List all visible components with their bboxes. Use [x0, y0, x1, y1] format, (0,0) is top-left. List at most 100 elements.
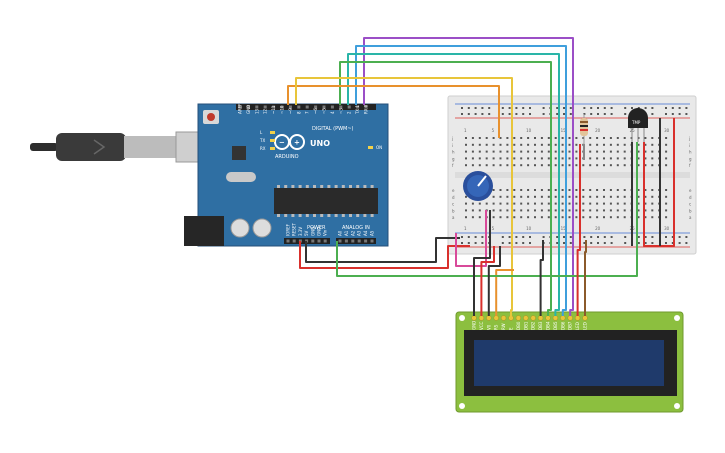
row-letter: d — [452, 195, 455, 200]
digital-pin[interactable] — [356, 105, 360, 109]
lcd-pin[interactable] — [478, 315, 485, 321]
lcd-pin[interactable] — [515, 315, 522, 321]
lcd-pin[interactable] — [545, 315, 551, 321]
digital-pin[interactable] — [246, 105, 250, 109]
analog-pin[interactable] — [344, 239, 348, 243]
lcd-pin[interactable] — [537, 315, 544, 321]
led-label: L — [260, 130, 263, 135]
row-letter: a — [689, 215, 692, 220]
row-letter: b — [452, 208, 455, 213]
digital-pin-label: 2 — [347, 111, 352, 114]
lcd-pin[interactable] — [567, 315, 573, 321]
digital-pin-label: 12 — [263, 108, 268, 114]
lcd-pin-label: GND — [472, 321, 477, 330]
digital-pin[interactable] — [347, 105, 351, 109]
lcd-pin-label: E — [509, 327, 514, 330]
digital-pin-label: GND — [246, 105, 251, 114]
digital-pin-label: ~9 — [288, 108, 293, 114]
digital-pin-label: ~3 — [338, 108, 343, 114]
row-letter: i — [689, 143, 690, 148]
lcd-pin[interactable] — [560, 315, 566, 321]
lcd-pin[interactable] — [486, 315, 492, 321]
usb-cable — [30, 131, 205, 163]
digital-header-label: DIGITAL (PWM~) — [312, 126, 354, 132]
digital-pin-label: 7 — [305, 111, 310, 114]
lcd-pin[interactable] — [552, 315, 559, 321]
wire — [576, 144, 581, 316]
svg-text:+: + — [294, 139, 300, 147]
power-label: POWER — [307, 225, 326, 231]
wire — [495, 269, 514, 316]
row-letter: f — [452, 163, 454, 168]
temperature-sensor: TMP — [628, 108, 648, 142]
lcd-pin[interactable] — [530, 315, 536, 321]
digital-pin-label: 13 — [254, 108, 259, 114]
status-led — [270, 131, 275, 134]
digital-pin[interactable] — [272, 105, 276, 109]
model-label: UNO — [310, 139, 330, 148]
usb-icon — [93, 139, 106, 155]
wire — [305, 237, 460, 263]
analog-pin[interactable] — [351, 239, 355, 243]
wire — [480, 246, 495, 316]
power-pin[interactable] — [317, 239, 321, 243]
potentiometer[interactable] — [463, 171, 493, 201]
analog-pin[interactable] — [364, 239, 368, 243]
digital-pin[interactable] — [255, 105, 259, 109]
power-pin[interactable] — [323, 239, 327, 243]
power-pin[interactable] — [286, 239, 290, 243]
lcd-pin[interactable] — [508, 315, 514, 321]
analog-pin-label: A3 — [357, 230, 362, 236]
analog-header — [336, 238, 376, 244]
digital-pin[interactable] — [364, 105, 368, 109]
svg-text:−: − — [279, 139, 285, 147]
digital-pin[interactable] — [238, 105, 242, 109]
digital-pin-label: 4 — [330, 111, 335, 114]
column-number: 10 — [526, 128, 532, 133]
lcd-screen — [474, 340, 664, 386]
wire — [287, 85, 500, 138]
analog-pin[interactable] — [370, 239, 374, 243]
row-letter: f — [689, 163, 691, 168]
power-pin[interactable] — [292, 239, 296, 243]
digital-pin[interactable] — [330, 105, 334, 109]
digital-pin[interactable] — [263, 105, 267, 109]
digital-pin[interactable] — [314, 105, 318, 109]
power-pin[interactable] — [311, 239, 315, 243]
power-pin-label: IOREF — [286, 223, 291, 236]
row-letter: h — [689, 150, 692, 155]
analog-pin-label: A2 — [350, 230, 355, 236]
digital-pin[interactable] — [339, 105, 343, 109]
analog-pin[interactable] — [338, 239, 342, 243]
lcd-pin[interactable] — [582, 315, 588, 321]
power-pin-label: 5V — [304, 230, 309, 236]
digital-pin[interactable] — [305, 105, 309, 109]
digital-pin[interactable] — [322, 105, 326, 109]
digital-pin[interactable] — [280, 105, 284, 109]
lcd-pin[interactable] — [500, 315, 507, 321]
wires — [287, 37, 675, 316]
analog-pin-label: A5 — [370, 230, 375, 236]
row-letter: j — [451, 136, 453, 141]
analog-pin[interactable] — [357, 239, 361, 243]
digital-pin[interactable] — [288, 105, 292, 109]
lcd-pin[interactable] — [574, 315, 581, 321]
row-letter: a — [452, 215, 455, 220]
digital-pin-label: ~5 — [322, 108, 327, 114]
lcd-pin[interactable] — [523, 315, 529, 321]
on-label: ON — [376, 145, 382, 150]
row-letter: e — [452, 188, 455, 193]
lcd-pin-label: RS — [494, 324, 499, 330]
column-number: 30 — [664, 128, 670, 133]
wire — [336, 142, 638, 277]
digital-pin[interactable] — [297, 105, 301, 109]
column-number: 30 — [664, 226, 670, 231]
lcd-pin[interactable] — [493, 315, 499, 321]
column-number: 1 — [464, 226, 467, 231]
lcd-pin[interactable] — [471, 315, 477, 321]
status-led — [270, 147, 275, 150]
analog-label: ANALOG IN — [342, 225, 370, 231]
